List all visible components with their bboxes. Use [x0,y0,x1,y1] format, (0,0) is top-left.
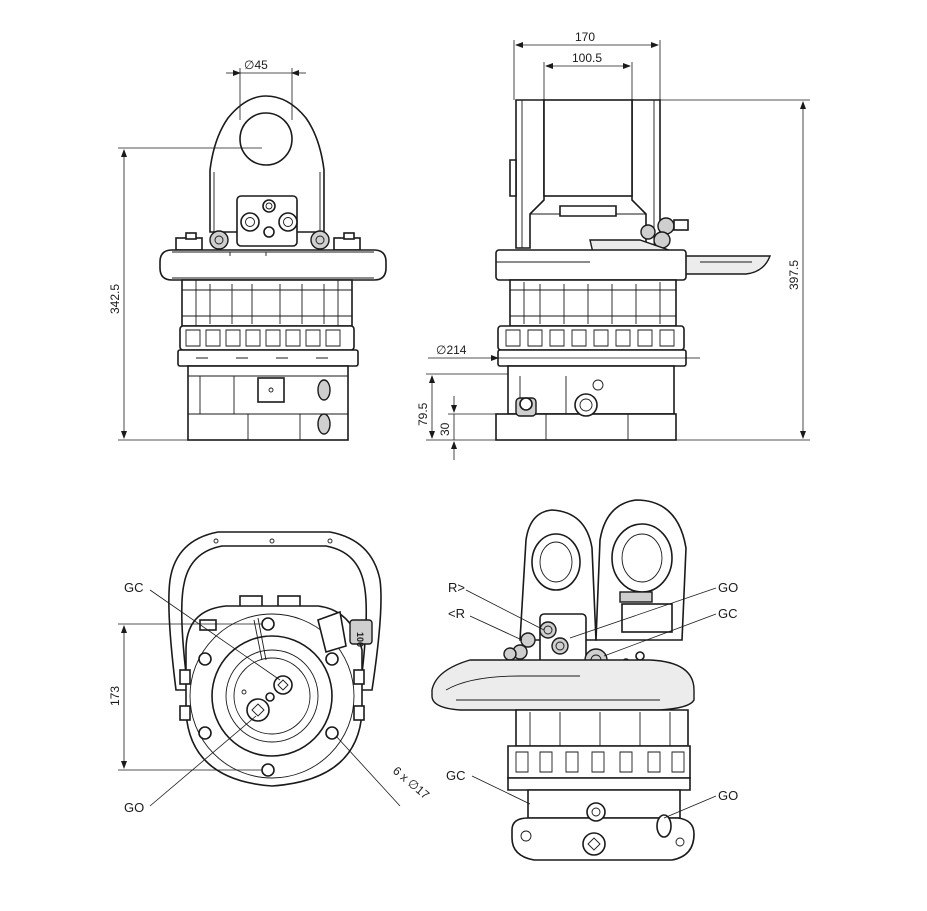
label-gc-bottom: GC [124,580,144,595]
label-go-top: GO [718,580,738,595]
bottom-view: 100 [168,531,382,787]
front-view [159,95,387,441]
label-go-bottom: GO [124,800,144,815]
rotator-badge: 100 [355,632,365,647]
label-r-reverse: <R [448,606,465,621]
svg-text:6 x ∅17: 6 x ∅17 [390,764,432,803]
label-r-forward: R> [448,580,465,595]
side-view-dimensions: 170 100.5 397.5 ∅214 79.5 30 [416,30,810,460]
dim-height-front: 342.5 [108,284,122,314]
dim-overall-width: 170 [575,30,595,44]
label-gc-top: GC [718,606,738,621]
dim-eye-diameter: 45 [254,58,268,72]
label-gc-iso-bottom: GC [446,768,466,783]
side-view [495,99,772,441]
isometric-labels: R> <R GO GC GC GO [446,580,738,819]
dim-base-height: 30 [438,422,452,436]
isometric-view [431,499,695,861]
front-view-dimensions: ∅45 342.5 [108,58,306,441]
dim-flange-diameter: 214 [446,343,466,357]
dim-inner-width: 100.5 [572,51,602,65]
dim-height-side: 397.5 [787,260,801,290]
dim-lower-height: 79.5 [416,402,430,426]
svg-text:∅214: ∅214 [436,343,467,357]
svg-text:∅45: ∅45 [244,58,268,72]
label-go-iso-bottom: GO [718,788,738,803]
dim-bolt-circle: 173 [108,686,122,706]
